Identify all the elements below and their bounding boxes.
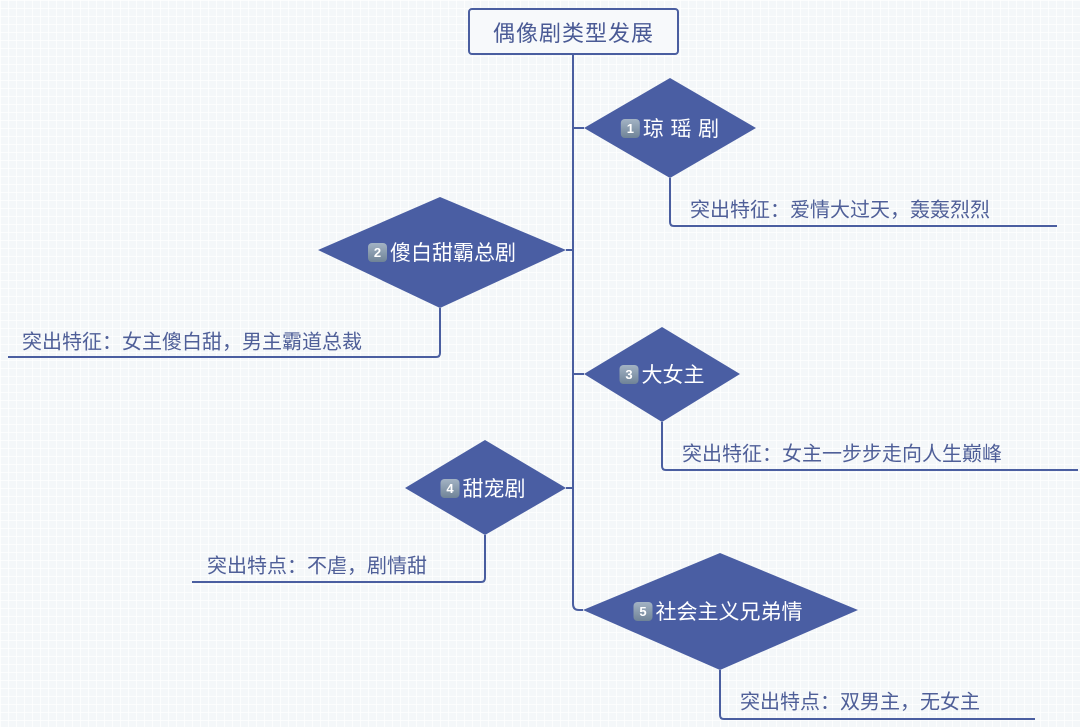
root-topic[interactable]: 偶像剧类型发展 (468, 8, 679, 55)
feature-text-2[interactable]: 突出特征：女主傻白甜，男主霸道总裁 (22, 329, 362, 354)
topic-node-4[interactable]: 4 甜宠剧 (440, 473, 526, 503)
topic-label: 大女主 (641, 363, 705, 387)
node-diamond-4 (405, 440, 566, 535)
trunk-line (572, 55, 583, 611)
feature-line-1 (669, 178, 1057, 227)
topic-label: 琼 瑶 剧 (642, 117, 720, 141)
node-diamond-2 (318, 197, 566, 308)
topic-node-2[interactable]: 2 傻白甜霸总剧 (368, 237, 516, 267)
topic-label: 甜宠剧 (462, 477, 526, 501)
keycap-3-icon: 3 (619, 364, 639, 384)
topic-label: 社会主义兄弟情 (655, 600, 803, 624)
feature-line-2 (8, 308, 441, 358)
topic-node-5[interactable]: 5 社会主义兄弟情 (633, 596, 803, 626)
node-diamond-5 (583, 553, 858, 670)
keycap-5-icon: 5 (633, 601, 653, 621)
feature-text-3[interactable]: 突出特征：女主一步步走向人生巅峰 (682, 441, 1002, 466)
node-diamond-3 (584, 327, 740, 422)
topic-node-1[interactable]: 1 琼 瑶 剧 (620, 113, 720, 143)
root-title: 偶像剧类型发展 (492, 21, 654, 47)
feature-text-5[interactable]: 突出特点：双男主，无女主 (740, 689, 980, 714)
keycap-2-icon: 2 (368, 242, 387, 262)
keycap-1-icon: 1 (620, 118, 640, 138)
node-diamond-1 (584, 78, 756, 178)
feature-line-5 (719, 670, 1035, 720)
feature-text-1[interactable]: 突出特征：爱情大过天，轰轰烈烈 (690, 197, 990, 222)
feature-line-4 (192, 535, 486, 583)
feature-line-3 (661, 422, 1078, 471)
topic-label: 傻白甜霸总剧 (390, 241, 516, 265)
feature-text-4[interactable]: 突出特点：不虐，剧情甜 (207, 553, 427, 578)
topic-node-3[interactable]: 3 大女主 (619, 359, 705, 389)
keycap-4-icon: 4 (440, 478, 460, 498)
